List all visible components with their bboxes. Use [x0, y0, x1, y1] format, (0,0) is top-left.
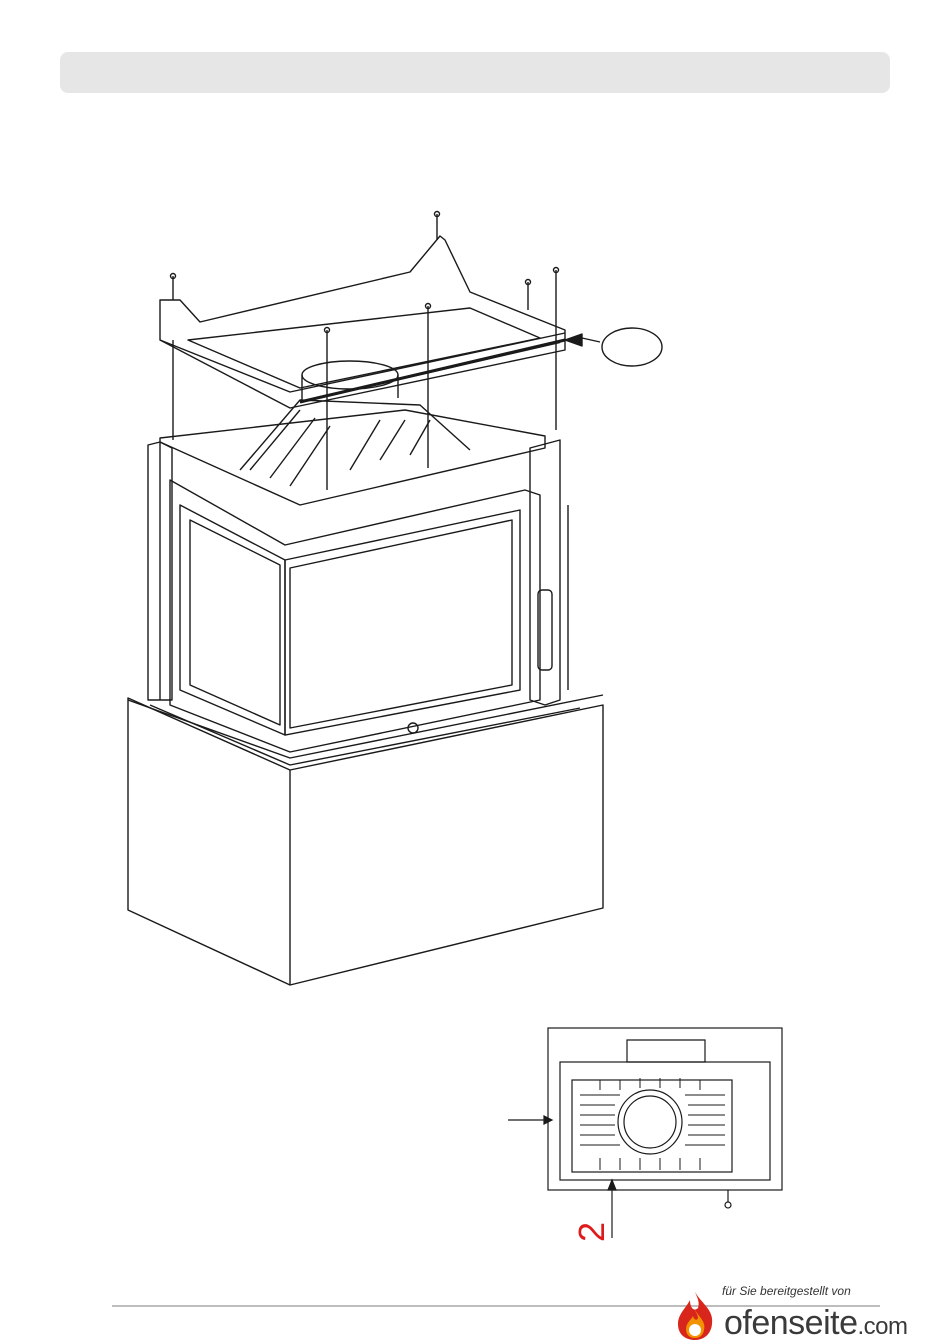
footer-tagline: für Sie bereitgestellt von	[722, 1284, 851, 1298]
brand-wordmark[interactable]: ofenseite.com	[724, 1304, 908, 1343]
burner-circle	[624, 1096, 676, 1148]
brand-tld: .com	[858, 1313, 908, 1340]
callout-number: 2	[572, 1212, 612, 1252]
flame-logo-icon	[672, 1290, 718, 1342]
brand-name: ofenseite	[724, 1304, 858, 1342]
